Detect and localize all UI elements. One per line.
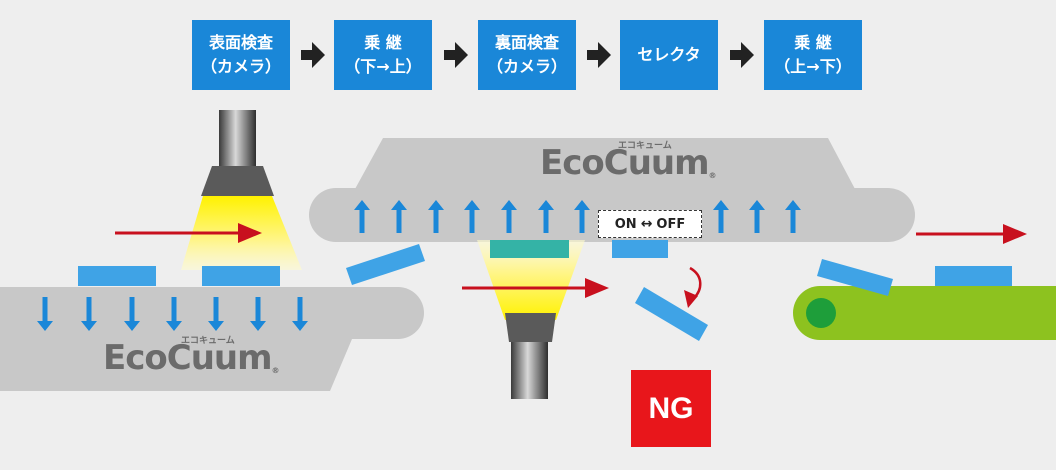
step-front-inspection-sub: （カメラ） (200, 57, 281, 76)
suction-up-arrow-icon (785, 200, 801, 233)
suction-down-arrow-icon (124, 297, 140, 331)
step-transfer-down: 乗 継 （上→下） (764, 20, 862, 90)
ng-label: NG (648, 391, 694, 425)
suction-down-arrow-icon (250, 297, 266, 331)
flow-arrow-icon (301, 42, 325, 68)
flow-arrow-icon (730, 42, 754, 68)
workpieces (78, 240, 1012, 341)
transport-arrows (115, 223, 1027, 308)
suction-down-arrow-icon (208, 297, 224, 331)
step-transfer-down-sub: （上→下） (774, 57, 852, 76)
ng-reject-box: NG (631, 370, 711, 447)
suction-arrows-upper (354, 200, 801, 233)
step-selector-title: セレクタ (637, 45, 701, 64)
step-front-inspection: 表面検査 （カメラ） (192, 20, 290, 90)
logo-registered-mark: ® (271, 366, 280, 375)
logo-brand-text: EcoCuum (103, 338, 273, 378)
step-selector: セレクタ (620, 20, 718, 90)
logo-kana-text: エコキューム (618, 141, 672, 151)
suction-up-arrow-icon (749, 200, 765, 233)
suction-down-arrow-icon (37, 297, 53, 331)
suction-up-arrow-icon (354, 200, 370, 233)
lower-left-conveyor (0, 287, 424, 391)
suction-down-arrow-icon (166, 297, 182, 331)
step-transfer-up-sub: （下→上） (344, 57, 422, 76)
double-arrow-icon: ↔ (640, 216, 653, 232)
logo-registered-mark: ® (708, 171, 717, 180)
suction-arrows-lower (37, 297, 308, 331)
off-label: OFF (656, 216, 686, 232)
on-label: ON (614, 216, 637, 232)
suction-up-arrow-icon (538, 200, 554, 233)
suction-down-arrow-icon (81, 297, 97, 331)
step-back-inspection-sub: （カメラ） (486, 57, 567, 76)
ecocuum-logo-lower: EcoCuum® エコキューム (103, 337, 280, 378)
step-transfer-down-title: 乗 継 (794, 33, 832, 52)
step-back-inspection-title: 裏面検査 (494, 33, 559, 52)
selector-onoff-indicator: ON ↔ OFF (598, 210, 702, 238)
suction-up-arrow-icon (428, 200, 444, 233)
suction-up-arrow-icon (501, 200, 517, 233)
step-transfer-up-title: 乗 継 (364, 33, 402, 52)
top-camera (181, 110, 302, 270)
step-transfer-up: 乗 継 （下→上） (334, 20, 432, 90)
step-front-inspection-title: 表面検査 (208, 33, 273, 52)
logo-brand-text: EcoCuum (540, 143, 710, 183)
suction-up-arrow-icon (713, 200, 729, 233)
step-back-inspection: 裏面検査 （カメラ） (478, 20, 576, 90)
bottom-camera (477, 240, 585, 399)
logo-kana-text: エコキューム (181, 336, 235, 346)
flow-arrow-icon (587, 42, 611, 68)
suction-up-arrow-icon (574, 200, 590, 233)
ecocuum-logo-upper: EcoCuum® エコキューム (540, 142, 717, 183)
suction-up-arrow-icon (464, 200, 480, 233)
flow-arrow-icon (444, 42, 468, 68)
green-belt (793, 286, 1056, 340)
suction-up-arrow-icon (391, 200, 407, 233)
suction-down-arrow-icon (292, 297, 308, 331)
